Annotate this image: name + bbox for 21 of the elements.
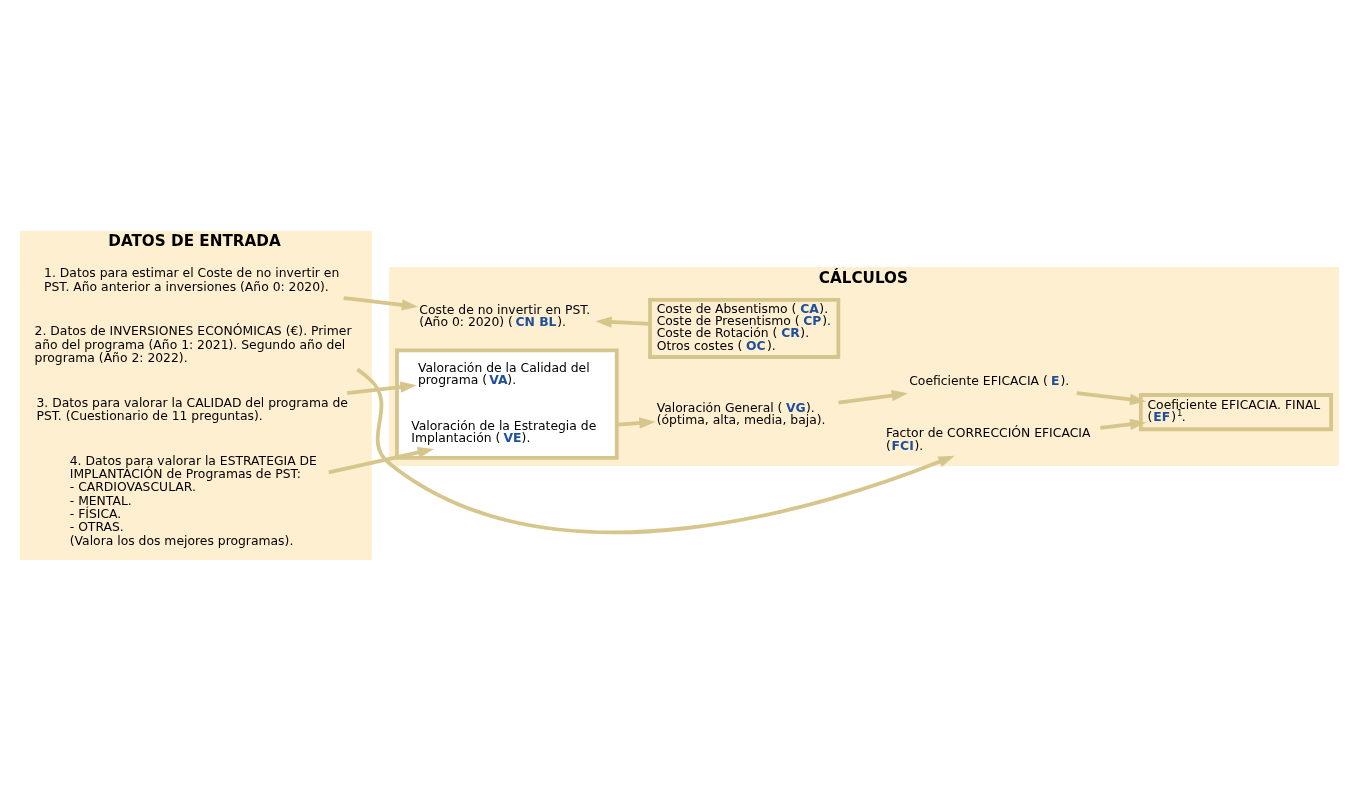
node-text: Factor de CORRECCIÓN EFICACIA (FCI). [885,425,1091,453]
node-text: Valoración de la Estrategia de Implantación (VE). [411,418,597,445]
arrow [347,380,417,395]
node-box: Coeficiente EFICACIA. FINAL (EF)$^{1}$. [1138,392,1333,431]
node-text: Valoración General (VG). (óptima, alta, media, baja). [656,400,826,427]
arrow [356,367,955,534]
arrow [343,295,418,310]
arrow [595,315,651,328]
node-box: Coste de Absentismo (CA). Coste de Presentismo (CP). Coste de Rotación (CR). Otros costes (OC). [648,297,841,359]
node-text: Coste de no invertir en PST. (Año 0: 2020) (CN BL). [419,302,591,329]
arrow [1076,390,1147,405]
arrow [616,416,656,429]
node-text: 3. Datos para valorar la CALIDAD del programa de PST. (Cuestionario de 11 preguntas). [36,395,348,423]
node-text: 2. Datos de INVERSIONES ECONÓMICAS (€). Primer año del programa (Año 1: 2021). Segundo año del programa (Año 2: 2022). [34,323,352,365]
node-text: 1. Datos para estimar el Coste de no invertir en PST. Año anterior a inversiones (Año 0: 2020). [44,265,340,294]
arrow [1100,418,1147,430]
node-text: 4. Datos para valorar la ESTRATEGIA DE IMPLANTACIÓN de Programas de PST: - CARDIOVASCULAR. - MENTAL. - FÍSICA. - OTRAS. (Valora los dos mejores programas). [69,453,317,548]
arrow [328,446,434,474]
node-text: Coeficiente EFICACIA (E). [909,373,1070,388]
arrow [838,389,908,404]
node-text: Valoración de la Calidad del programa (VA). [417,360,590,387]
